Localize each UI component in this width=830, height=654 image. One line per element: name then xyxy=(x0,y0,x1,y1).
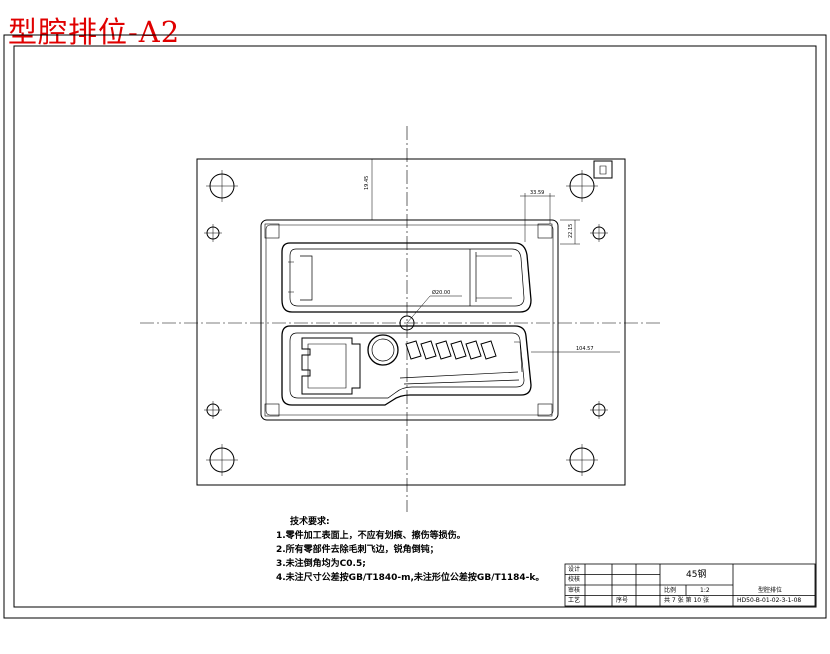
dim-label-3: 22.15 xyxy=(568,224,574,238)
page-title: 型腔排位-A2 xyxy=(8,15,181,49)
note-item: 2.所有零部件去除毛刺飞边，锐角倒钝； xyxy=(276,545,439,555)
mold-base-plate xyxy=(196,158,626,486)
note-item: 3.未注倒角均为C0.5; xyxy=(276,559,366,569)
tb-drawing-no: HD50-B-01-02-3-1-08 xyxy=(737,597,802,604)
tb-material: 45钢 xyxy=(686,570,707,580)
notes-heading: 技术要求: xyxy=(290,517,330,527)
dim-label-2: 33.59 xyxy=(530,190,544,196)
note-item: 4.未注尺寸公差按GB/T1840-m,未注形位公差按GB/T1184-k。 xyxy=(276,573,545,583)
technical-notes: 技术要求: 1.零件加工表面上，不应有划痕、擦伤等损伤。 2.所有零部件去除毛刺… xyxy=(276,515,544,585)
title-block xyxy=(564,563,816,607)
tb-row-process: 工艺 xyxy=(568,597,581,604)
dim-label-1: 19.45 xyxy=(364,176,370,190)
tb-sheets: 共 7 张 第 10 张 xyxy=(664,597,709,604)
tb-index-label: 序号 xyxy=(616,597,629,604)
tb-row-design: 设计 xyxy=(568,566,581,573)
sheet-inner-border xyxy=(13,45,817,608)
lower-cavity xyxy=(281,325,532,406)
tb-scale: 1:2 xyxy=(700,587,710,594)
tb-row-check: 校核 xyxy=(568,576,581,583)
cavity-insert xyxy=(260,219,559,421)
note-item: 1.零件加工表面上，不应有划痕、擦伤等损伤。 xyxy=(276,531,466,541)
tb-scale-label: 比例 xyxy=(664,587,677,594)
tb-drawing-name: 型腔排位 xyxy=(758,587,783,594)
corner-tag-box xyxy=(593,160,613,179)
dim-label-4: Ø20.00 xyxy=(432,289,450,296)
sheet-outer-border xyxy=(3,34,827,619)
upper-cavity xyxy=(281,242,532,313)
tb-row-review: 审核 xyxy=(568,587,581,594)
dim-label-5: 104.57 xyxy=(576,346,594,352)
